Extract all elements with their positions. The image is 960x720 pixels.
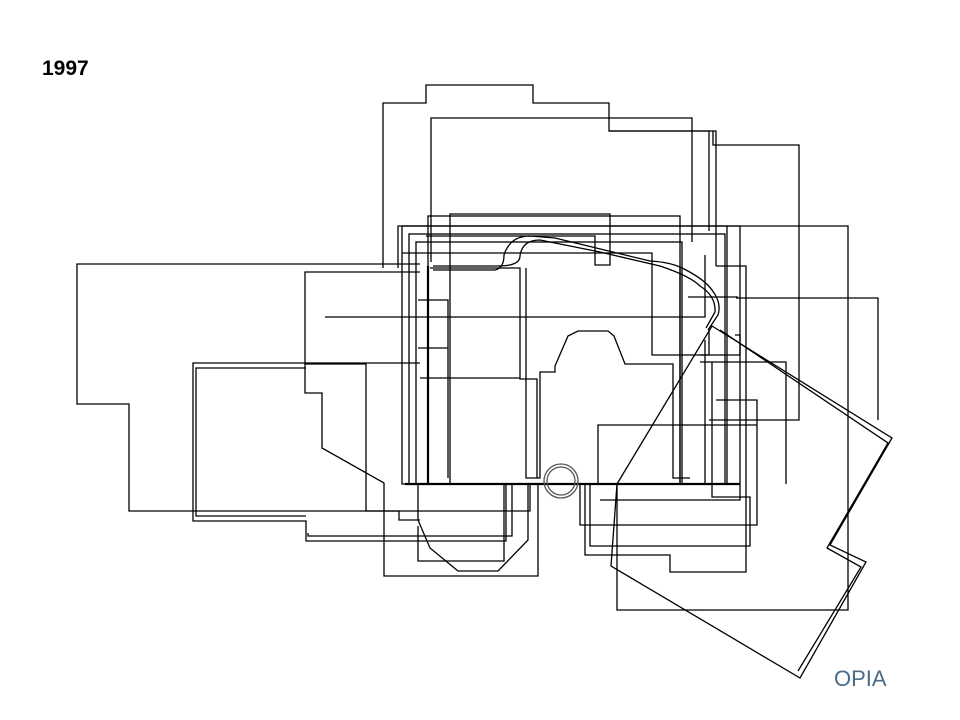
outline-right-d [589, 362, 751, 547]
outline-lower-polygon-b [417, 484, 505, 562]
credit-label: OPIA [834, 666, 887, 691]
outline-left-lower [305, 363, 420, 521]
outline-top-right [709, 131, 800, 421]
outline-top-step [609, 130, 717, 266]
outline-core-d [427, 215, 681, 485]
outline-right-b [584, 265, 747, 573]
outline-rotated-block [610, 325, 893, 679]
outline-left-diagonal [304, 271, 539, 577]
outline-curved-wall-b [433, 239, 716, 329]
outline-right-g [600, 334, 741, 501]
outline-right-f [597, 424, 757, 484]
circle-marker-outer [543, 463, 579, 499]
outline-right-e [579, 399, 758, 526]
outline-top-inner [430, 117, 693, 262]
outline-right-wide [616, 225, 849, 611]
outline-left-wing-b [195, 367, 306, 517]
outline-interior-notch [525, 268, 690, 479]
outline-left-wing-a [192, 362, 507, 542]
outline-right-a [736, 297, 879, 420]
outline-left-lower-b [307, 483, 513, 537]
outline-core-g [402, 252, 710, 356]
outline-far-left-wing [76, 263, 531, 512]
outline-curved-wall [433, 235, 720, 331]
outline-core-e [426, 213, 611, 483]
outline-interior-left [430, 267, 538, 478]
outline-rotated-edge [719, 329, 889, 672]
outline-right-c [700, 361, 787, 484]
outline-core-c [415, 241, 683, 485]
outline-left-inner [325, 255, 706, 318]
circle-marker-inner [546, 466, 576, 496]
outline-lower-polygon [417, 484, 529, 572]
outline-core-b [408, 233, 726, 485]
diagram-title: 1997 [42, 57, 89, 80]
outline-interior-box [418, 299, 449, 478]
